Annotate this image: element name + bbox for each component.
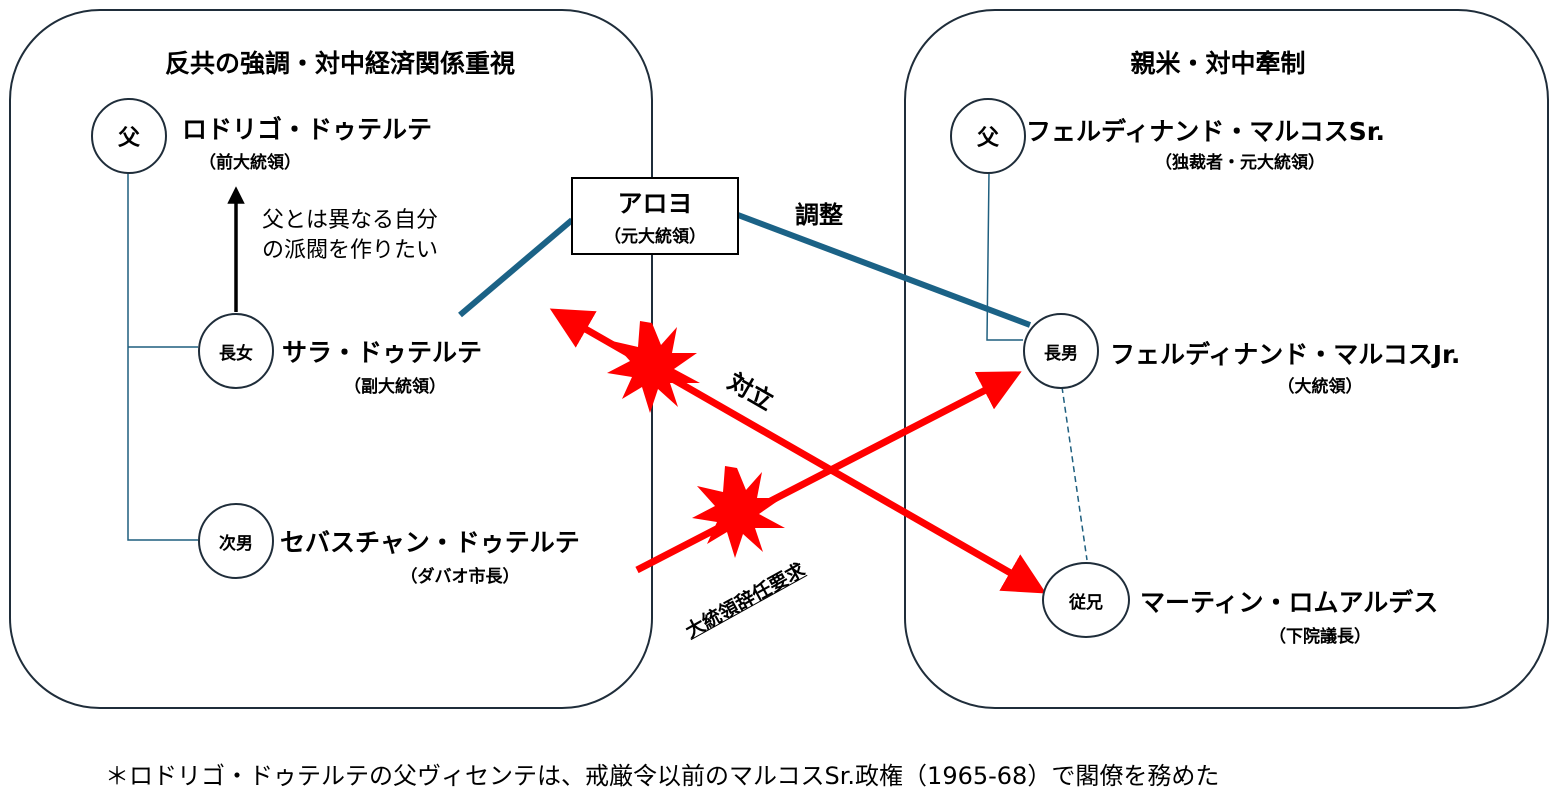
sebastian-duterte-name: セバスチャン・ドゥテルテ (280, 528, 580, 557)
sara-duterte-name: サラ・ドゥテルテ (282, 338, 483, 367)
role-circle-marcos-son: 長男 (1023, 313, 1099, 389)
arroyo-box (571, 177, 739, 255)
left-group-title: 反共の強調・対中経済関係重視 (164, 49, 516, 78)
role-circle-father: 父 (91, 98, 167, 174)
sara-duterte-position: （副大統領） (344, 377, 446, 397)
arroyo-position: （元大統領） (604, 227, 706, 247)
romualdez-name: マーティン・ロムアルデス (1140, 588, 1439, 617)
arroyo-name: アロヨ (617, 189, 693, 218)
romualdez-position: （下院議長） (1269, 627, 1371, 647)
arroyo-sara-link (458, 217, 574, 318)
footnote: ＊ロドリゴ・ドゥテルテの父ヴィセンテは、戒厳令以前のマルコスSr.政権（1965… (105, 762, 1220, 790)
arroyo-marcos-link (736, 212, 1032, 328)
note-line: 父とは異なる自分 (262, 208, 439, 233)
coordination-label: 調整 (795, 201, 843, 229)
explosion-icon (692, 466, 785, 558)
rodrigo-duterte-name: ロドリゴ・ドゥテルテ (182, 115, 433, 144)
marcos-jr-name: フェルディナンド・マルコスJr. (1110, 340, 1461, 369)
role-circle-son: 次男 (198, 503, 274, 579)
note-line: の派閥を作りたい (262, 238, 439, 263)
role-circle-marcos-father: 父 (950, 98, 1026, 174)
sebastian-duterte-position: （ダバオ市長） (400, 567, 520, 587)
marcos-jr-position: （大統領） (1277, 377, 1363, 397)
role-circle-daughter: 長女 (198, 313, 274, 389)
rodrigo-duterte-position: （前大統領） (199, 153, 301, 173)
ambition-note: 父とは異なる自分 の派閥を作りたい (262, 206, 438, 266)
duterte-family-tree (127, 172, 198, 541)
right-group-title: 親米・対中牽制 (1130, 49, 1306, 78)
marcos-sr-name: フェルディナンド・マルコスSr. (1026, 117, 1386, 146)
marcos-sr-position: （独裁者・元大統領） (1155, 153, 1325, 173)
role-circle-cousin: 従兄 (1042, 562, 1130, 638)
resignation-demand-arrow (635, 371, 1022, 574)
explosion-icon (607, 321, 700, 413)
